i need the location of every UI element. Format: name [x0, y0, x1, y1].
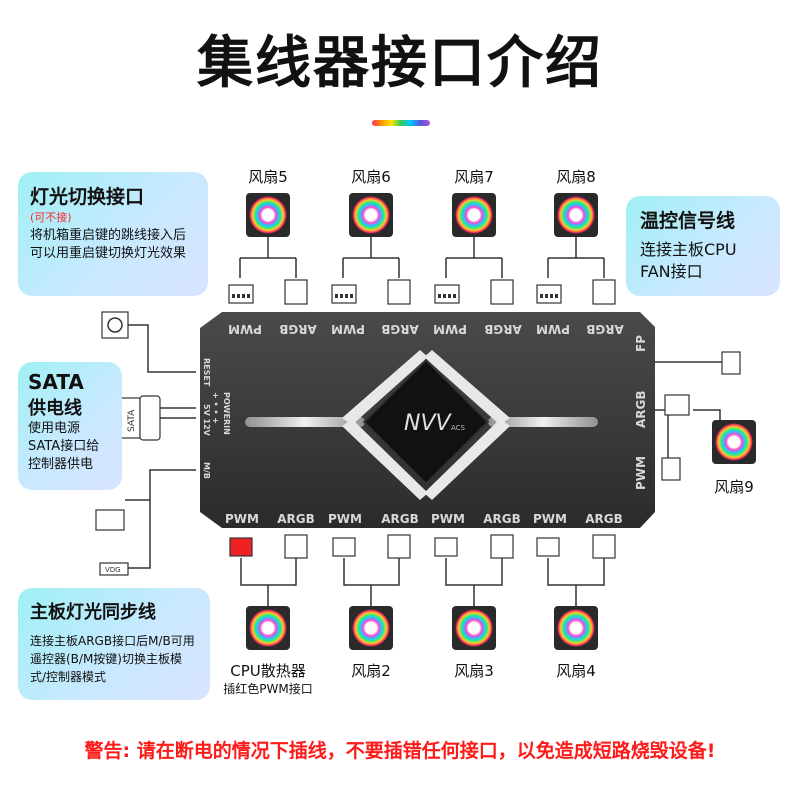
vdg-label: VDG [105, 566, 121, 574]
reset-connector [101, 311, 129, 339]
sata-card: SATA 供电线 使用电源SATA接口给控制器供电 [18, 362, 122, 490]
page-title: 集线器接口介绍 [197, 31, 603, 96]
light-switch-desc: 将机箱重启键的跳线接入后可以用重启键切换灯光效果 [30, 228, 187, 261]
light-switch-note: (可不接) [30, 211, 72, 224]
voltage-label: 5V 12V [202, 404, 211, 437]
right-pwm-label: PWM [634, 456, 648, 490]
temp-signal-card: 温控信号线 连接主板CPU FAN接口 [626, 196, 780, 296]
top-connectors [228, 279, 616, 305]
left-port-labels: RESET POWERIN + • • + 5V 12V M/B [202, 358, 231, 479]
right-connectors [661, 351, 741, 481]
fan-2-label: 风扇2 [351, 662, 391, 680]
right-argb-label: ARGB [634, 390, 648, 428]
bottom-port-labels: PWM ARGB PWM ARGB PWM ARGB PWM ARGB [225, 512, 623, 526]
hub-logo-sub: ACS [451, 424, 466, 432]
mb-sync-card: 主板灯光同步线 连接主板ARGB接口后M/B可用遥控器(B/M按键)切换主板模式… [18, 588, 210, 700]
sata-connector-label: SATA [127, 409, 137, 432]
argb-connector [664, 394, 690, 416]
fan-7-label: 风扇7 [454, 168, 494, 186]
fan-4-label: 风扇4 [556, 662, 596, 680]
fan-8-label: 风扇8 [556, 168, 596, 186]
fan-4-graphic [554, 606, 598, 650]
fan-3-label: 风扇3 [454, 662, 494, 680]
left-connectors [95, 311, 161, 576]
fp-label: FP [634, 335, 648, 352]
right-port-labels: FP ARGB PWM [634, 335, 648, 490]
reset-label: RESET [202, 358, 211, 387]
bottom-port-label: PWM [328, 512, 362, 526]
sata-desc: 使用电源SATA接口给控制器供电 [28, 421, 100, 472]
mb-label: M/B [202, 462, 211, 479]
fan-6-label: 风扇6 [351, 168, 391, 186]
temp-signal-desc: 连接主板CPU FAN接口 [640, 240, 737, 281]
bottom-port-label: PWM [225, 512, 259, 526]
vdg-connector [99, 562, 129, 576]
top-wires [125, 237, 722, 606]
cpu-fan-graphic [246, 606, 290, 650]
top-port-label: PWM [228, 322, 262, 336]
top-connector-pins [232, 294, 558, 298]
top-port-label: ARGB [484, 322, 522, 336]
fan-5-label: 风扇5 [248, 168, 288, 186]
fan-2-graphic [349, 606, 393, 650]
bottom-port-label: ARGB [585, 512, 623, 526]
rainbow-accent-bar [372, 120, 430, 126]
fp-connector [721, 351, 741, 375]
hub-logo: NVV [404, 411, 453, 436]
bottom-port-label: ARGB [277, 512, 315, 526]
mb-sync-desc: 连接主板ARGB接口后M/B可用遥控器(B/M按键)切换主板模式/控制器模式 [30, 634, 195, 684]
bottom-port-label: PWM [431, 512, 465, 526]
reset-icon [107, 317, 123, 333]
powerin-pins: + • • + [211, 392, 220, 424]
fan-7-graphic [452, 193, 496, 237]
fan-3-graphic [452, 606, 496, 650]
light-switch-card: 灯光切换接口 (可不接) 将机箱重启键的跳线接入后可以用重启键切换灯光效果 [18, 172, 208, 296]
hub-logo-diamond [362, 358, 490, 486]
bottom-connectors [229, 534, 616, 559]
bottom-port-label: ARGB [381, 512, 419, 526]
fan-9-graphic [712, 420, 756, 464]
sata-title: SATA [28, 370, 84, 394]
mb-sync-title: 主板灯光同步线 [30, 602, 156, 623]
cpu-cooler-label: CPU散热器 [230, 662, 306, 680]
temp-signal-title: 温控信号线 [640, 210, 736, 232]
cpu-cooler-note: 插红色PWM接口 [223, 682, 313, 696]
fan-9-label: 风扇9 [714, 478, 754, 496]
powerin-label: POWERIN [222, 392, 231, 435]
bottom-port-label: ARGB [483, 512, 521, 526]
top-port-label: PWM [536, 322, 570, 336]
cpu-pwm-connector [229, 537, 253, 557]
sata-title2: 供电线 [28, 398, 82, 419]
warning-text: 警告: 请在断电的情况下插线，不要插错任何接口，以免造成短路烧毁设备! [84, 740, 716, 762]
top-port-label: PWM [433, 322, 467, 336]
pwm-connector [661, 457, 681, 481]
bottom-port-label: PWM [533, 512, 567, 526]
top-port-label: ARGB [279, 322, 317, 336]
hub-light-bars [245, 350, 598, 500]
fan-8-graphic [554, 193, 598, 237]
argb-sync-connector [95, 509, 125, 531]
top-port-labels: PWM ARGB PWM ARGB PWM ARGB PWM ARGB [228, 322, 624, 336]
fan-6-graphic [349, 193, 393, 237]
top-port-label: PWM [331, 322, 365, 336]
fan-5-graphic [246, 193, 290, 237]
top-port-label: ARGB [381, 322, 419, 336]
light-switch-title: 灯光切换接口 [30, 186, 145, 208]
top-port-label: ARGB [586, 322, 624, 336]
